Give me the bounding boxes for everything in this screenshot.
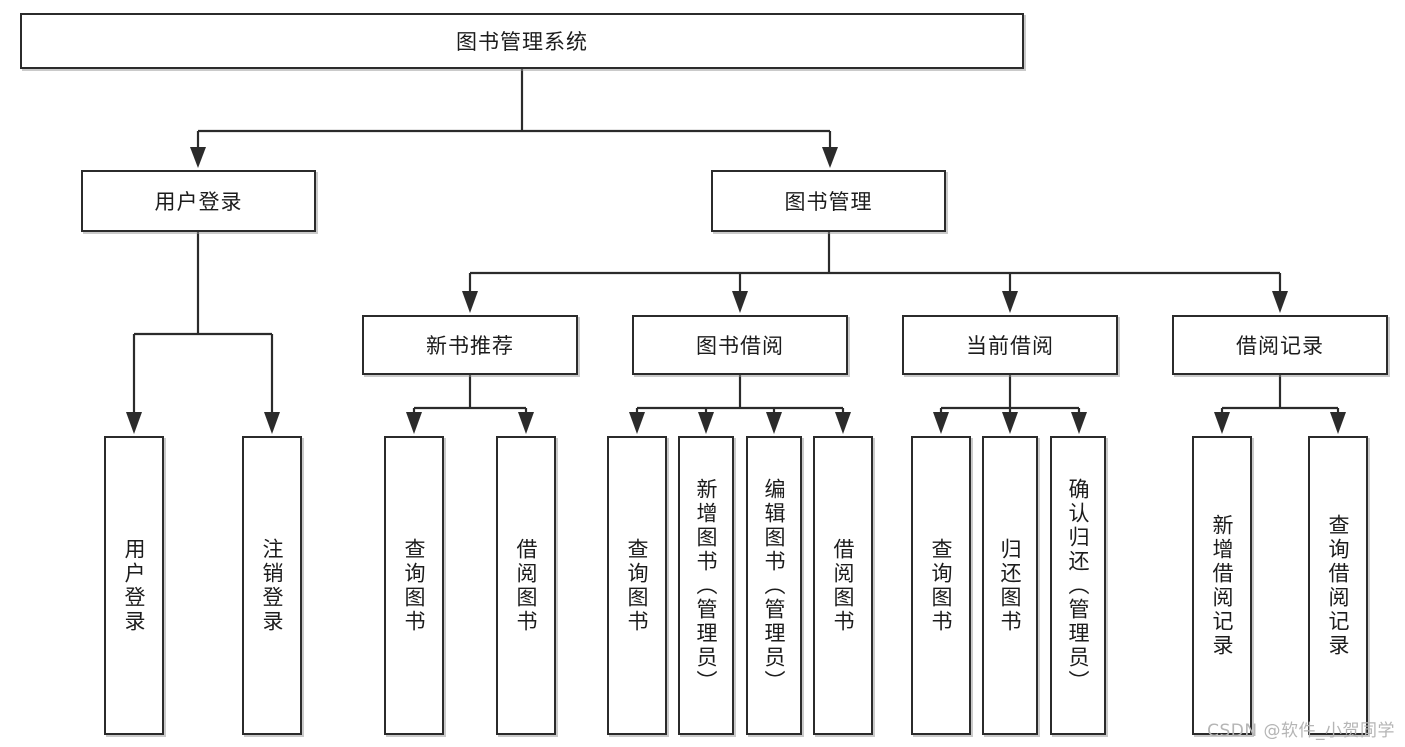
leaf-confirm-return-label: 确认归还（管理员） (1066, 477, 1091, 694)
leaf-return-book-label: 归还图书 (998, 537, 1023, 634)
leaf-borrow-book-borrow[interactable]: 借阅图书 (813, 436, 873, 735)
leaf-borrow-book-recommend-label: 借阅图书 (514, 537, 539, 634)
leaf-query-borrow-record-label: 查询借阅记录 (1326, 513, 1351, 658)
leaf-edit-book[interactable]: 编辑图书（管理员） (746, 436, 802, 735)
connectors-root-to-level2 (190, 69, 838, 168)
node-book-management[interactable]: 图书管理 (711, 170, 946, 232)
connectors-newbook-to-leaves (406, 375, 534, 434)
connectors-bookborrow-to-leaves (629, 375, 851, 434)
node-borrow-record[interactable]: 借阅记录 (1172, 315, 1388, 375)
watermark-text: CSDN @软件_小贺同学 (1207, 721, 1395, 741)
leaf-add-book[interactable]: 新增图书（管理员） (678, 436, 734, 735)
leaf-add-borrow-record-label: 新增借阅记录 (1210, 513, 1235, 658)
leaf-logout-login-label: 注销登录 (260, 537, 285, 634)
node-current-borrow[interactable]: 当前借阅 (902, 315, 1118, 375)
leaf-logout-login[interactable]: 注销登录 (242, 436, 302, 735)
leaf-query-book-borrow[interactable]: 查询图书 (607, 436, 667, 735)
node-book-borrow[interactable]: 图书借阅 (632, 315, 848, 375)
connectors-borrowrecord-to-leaves (1214, 375, 1346, 434)
connectors-userlogin-to-leaves (126, 232, 280, 434)
node-user-login-label: 用户登录 (154, 190, 243, 214)
leaf-add-book-label: 新增图书（管理员） (694, 477, 719, 694)
leaf-borrow-book-borrow-label: 借阅图书 (831, 537, 856, 634)
node-new-book-recommend[interactable]: 新书推荐 (362, 315, 578, 375)
leaf-query-book-current[interactable]: 查询图书 (911, 436, 971, 735)
node-root-label: 图书管理系统 (456, 30, 588, 54)
leaf-query-book-recommend-label: 查询图书 (402, 537, 427, 634)
node-book-borrow-label: 图书借阅 (696, 334, 784, 358)
leaf-query-book-recommend[interactable]: 查询图书 (384, 436, 444, 735)
leaf-add-borrow-record[interactable]: 新增借阅记录 (1192, 436, 1252, 735)
node-borrow-record-label: 借阅记录 (1236, 334, 1324, 358)
node-current-borrow-label: 当前借阅 (966, 334, 1054, 358)
leaf-return-book[interactable]: 归还图书 (982, 436, 1038, 735)
leaf-query-book-current-label: 查询图书 (929, 537, 954, 634)
connectors-bookmgmt-to-level3 (462, 232, 1288, 313)
leaf-query-book-borrow-label: 查询图书 (625, 537, 650, 634)
node-user-login[interactable]: 用户登录 (81, 170, 316, 232)
leaf-edit-book-label: 编辑图书（管理员） (762, 477, 787, 694)
leaf-confirm-return[interactable]: 确认归还（管理员） (1050, 436, 1106, 735)
leaf-query-borrow-record[interactable]: 查询借阅记录 (1308, 436, 1368, 735)
connectors-currentborrow-to-leaves (933, 375, 1087, 434)
node-new-book-recommend-label: 新书推荐 (426, 334, 514, 358)
node-root[interactable]: 图书管理系统 (20, 13, 1024, 69)
node-book-management-label: 图书管理 (784, 190, 873, 214)
leaf-user-login[interactable]: 用户登录 (104, 436, 164, 735)
leaf-user-login-label: 用户登录 (122, 537, 147, 634)
leaf-borrow-book-recommend[interactable]: 借阅图书 (496, 436, 556, 735)
